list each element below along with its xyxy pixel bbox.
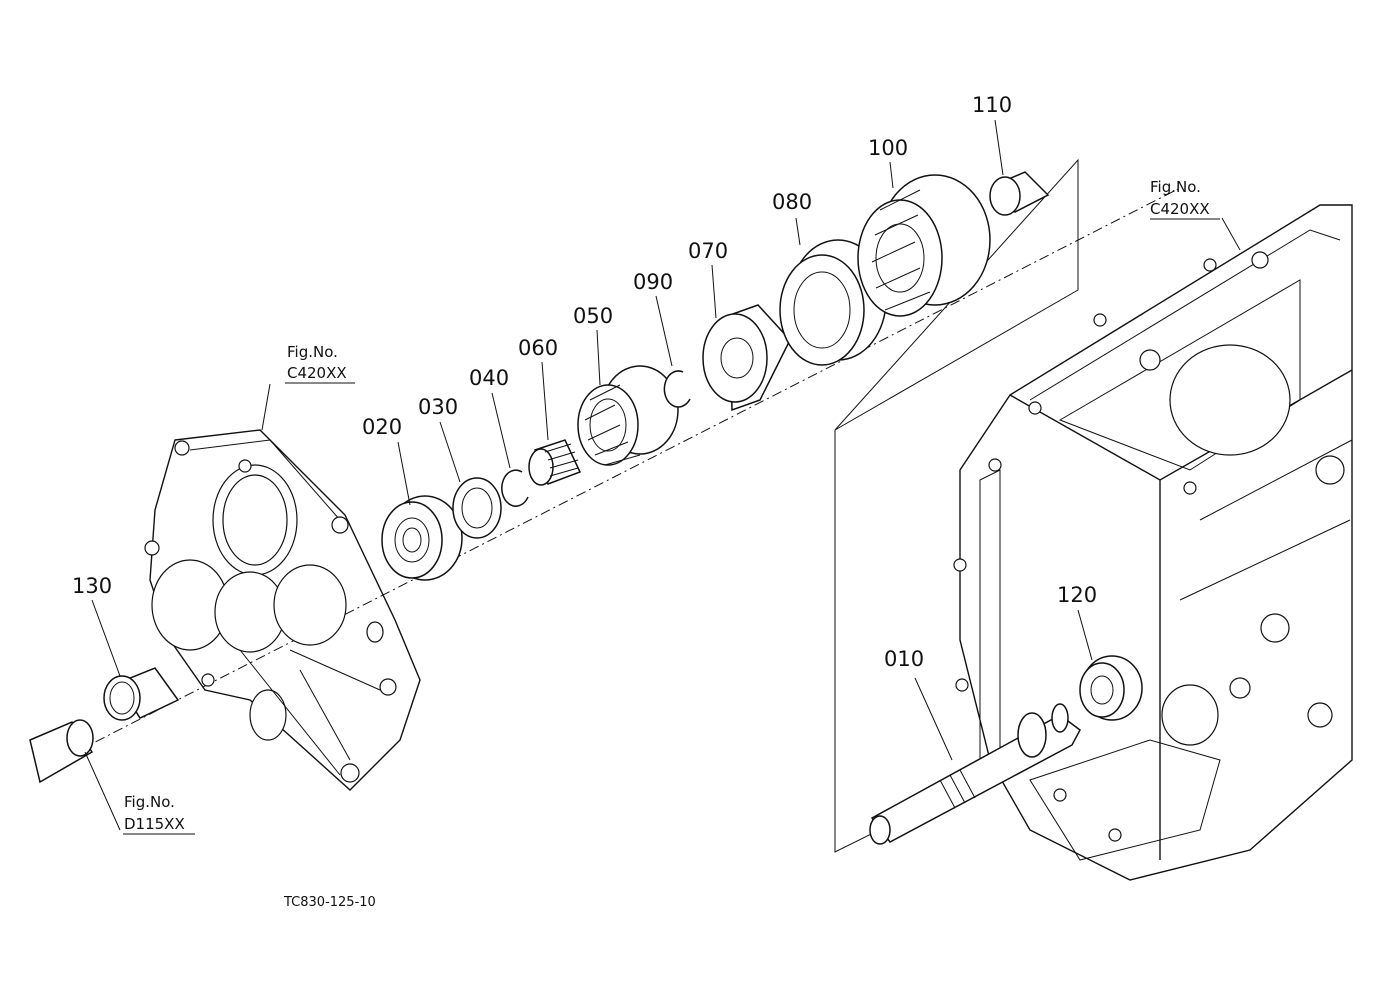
label-090: 090 <box>633 270 673 294</box>
fig-ref-bottom-code: D115XX <box>124 815 185 833</box>
label-050: 050 <box>573 304 613 328</box>
label-080: 080 <box>772 190 812 214</box>
part-010-shaft <box>869 703 1081 845</box>
housing-plate <box>144 429 421 791</box>
splined-shaft-left <box>29 719 94 784</box>
label-100: 100 <box>868 136 908 160</box>
part-110-needle-bearing <box>989 171 1050 216</box>
label-110: 110 <box>972 93 1012 117</box>
fig-ref-bottom-label: Fig.No. <box>124 793 175 811</box>
label-020: 020 <box>362 415 402 439</box>
leader-lines <box>84 119 1241 835</box>
part-050-gear <box>577 365 679 466</box>
part-020-bearing <box>381 495 463 581</box>
fig-ref-right-label: Fig.No. <box>1150 178 1201 196</box>
fig-ref-left-code: C420XX <box>287 364 347 382</box>
part-130-bushing <box>103 667 180 721</box>
fig-ref-left-label: Fig.No. <box>287 343 338 361</box>
drawing-code: TC830-125-10 <box>283 895 376 910</box>
label-040: 040 <box>469 366 509 390</box>
part-070-bearing <box>702 304 791 412</box>
part-030-washer <box>452 477 502 539</box>
part-100-gear <box>857 174 991 317</box>
label-010: 010 <box>884 647 924 671</box>
label-030: 030 <box>418 395 458 419</box>
label-120: 120 <box>1057 583 1097 607</box>
label-060: 060 <box>518 336 558 360</box>
transmission-case <box>953 204 1353 881</box>
part-040-circlip <box>501 469 529 507</box>
shaft-axis <box>59 187 1181 761</box>
label-130: 130 <box>72 574 112 598</box>
part-060-needle-bearing <box>528 439 582 486</box>
part-090-circlip <box>663 370 691 408</box>
label-070: 070 <box>688 239 728 263</box>
fig-ref-right-code: C420XX <box>1150 200 1210 218</box>
part-120-bearing <box>1079 655 1143 721</box>
